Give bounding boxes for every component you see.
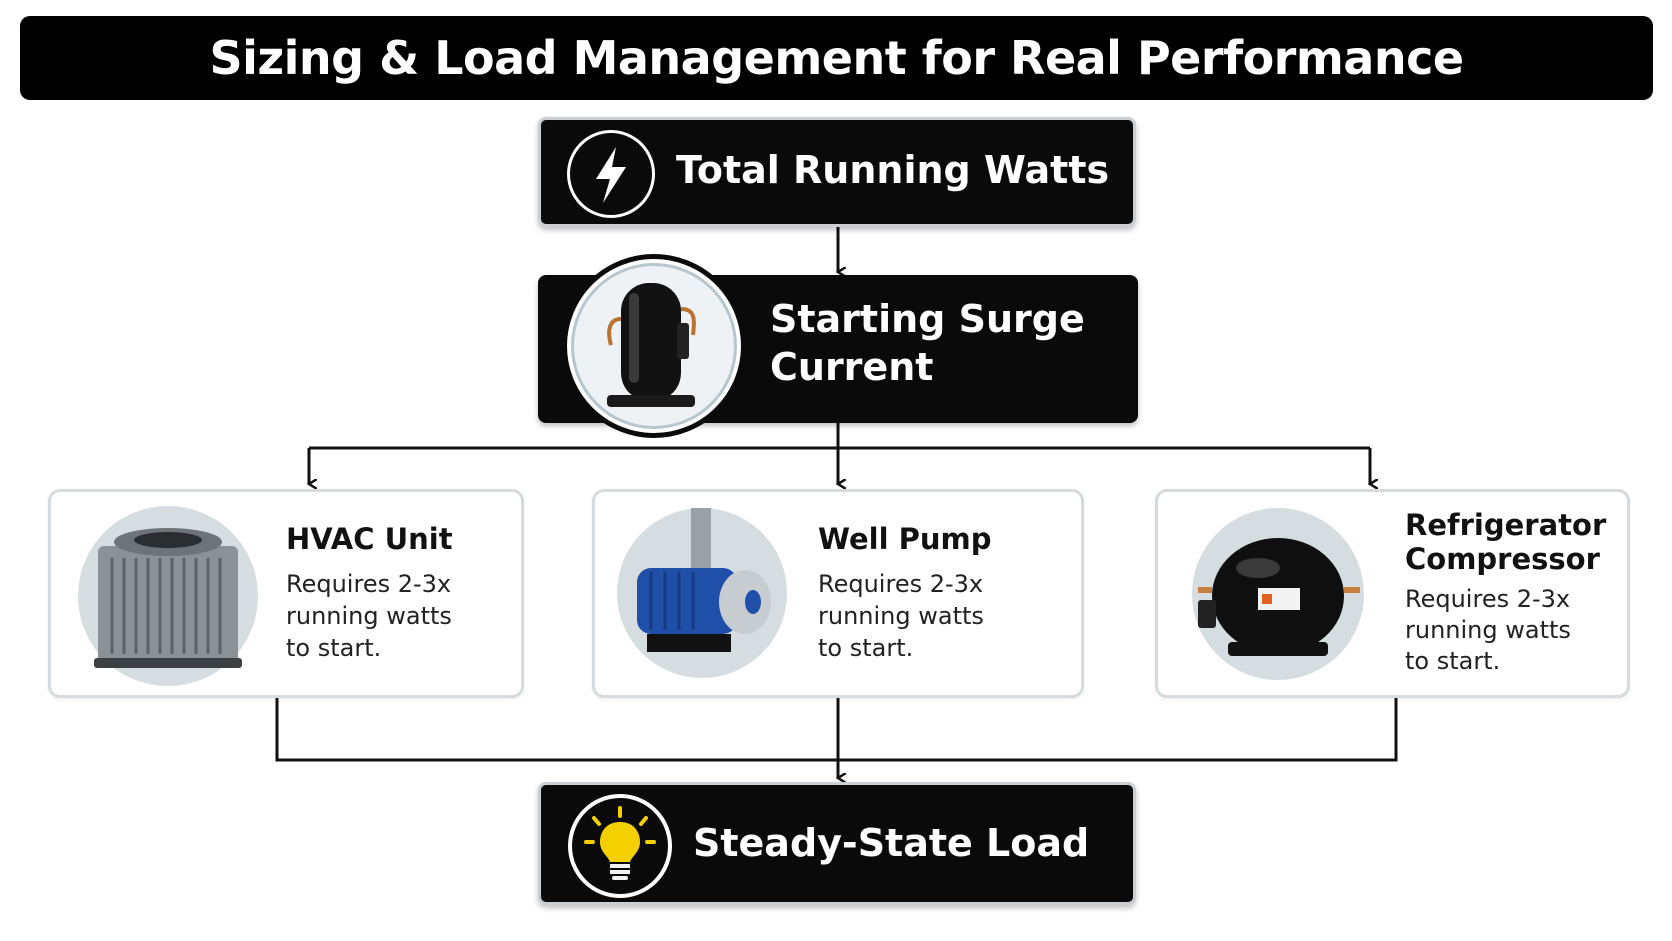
steady-state-box: Steady-State Load — [538, 782, 1136, 905]
refrigerator-compressor-image — [1192, 508, 1364, 680]
pump-title: Well Pump — [818, 522, 992, 556]
card-refrigerator-compressor: Refrigerator Compressor Requires 2-3x ru… — [1155, 489, 1630, 698]
fridge-title-line1: Refrigerator — [1405, 508, 1607, 542]
running-watts-box: Total Running Watts — [538, 117, 1136, 227]
hvac-desc-line3: to start. — [286, 634, 382, 662]
hvac-desc-line2: running watts — [286, 602, 452, 630]
page-title: Sizing & Load Management for Real Perfor… — [209, 31, 1464, 85]
connector-fridge-bottom — [838, 697, 1398, 762]
lightning-bolt-icon — [567, 130, 655, 218]
fridge-desc-line1: Requires 2-3x — [1405, 585, 1571, 613]
pump-desc-line2: running watts — [818, 602, 984, 630]
surge-label-line1: Starting Surge — [770, 297, 1085, 341]
lightbulb-icon — [568, 794, 672, 898]
hvac-unit-image — [78, 506, 258, 686]
compressor-image — [562, 254, 746, 438]
fridge-desc-line2: running watts — [1405, 616, 1571, 644]
surge-label-line2: Current — [770, 345, 934, 389]
running-watts-label: Total Running Watts — [676, 148, 1110, 192]
card-well-pump: Well Pump Requires 2-3x running watts to… — [592, 489, 1084, 698]
hvac-desc-line1: Requires 2-3x — [286, 570, 452, 598]
hvac-title: HVAC Unit — [286, 522, 453, 556]
well-pump-image — [617, 508, 787, 678]
pump-desc-line1: Requires 2-3x — [818, 570, 984, 598]
title-banner: Sizing & Load Management for Real Perfor… — [20, 16, 1653, 100]
steady-state-label: Steady-State Load — [693, 821, 1090, 865]
fridge-desc-line3: to start. — [1405, 647, 1501, 675]
pump-desc-line3: to start. — [818, 634, 914, 662]
fridge-title-line2: Compressor — [1405, 542, 1600, 576]
connector-hvac-bottom — [275, 697, 838, 762]
card-hvac-unit: HVAC Unit Requires 2-3x running watts to… — [48, 489, 524, 698]
